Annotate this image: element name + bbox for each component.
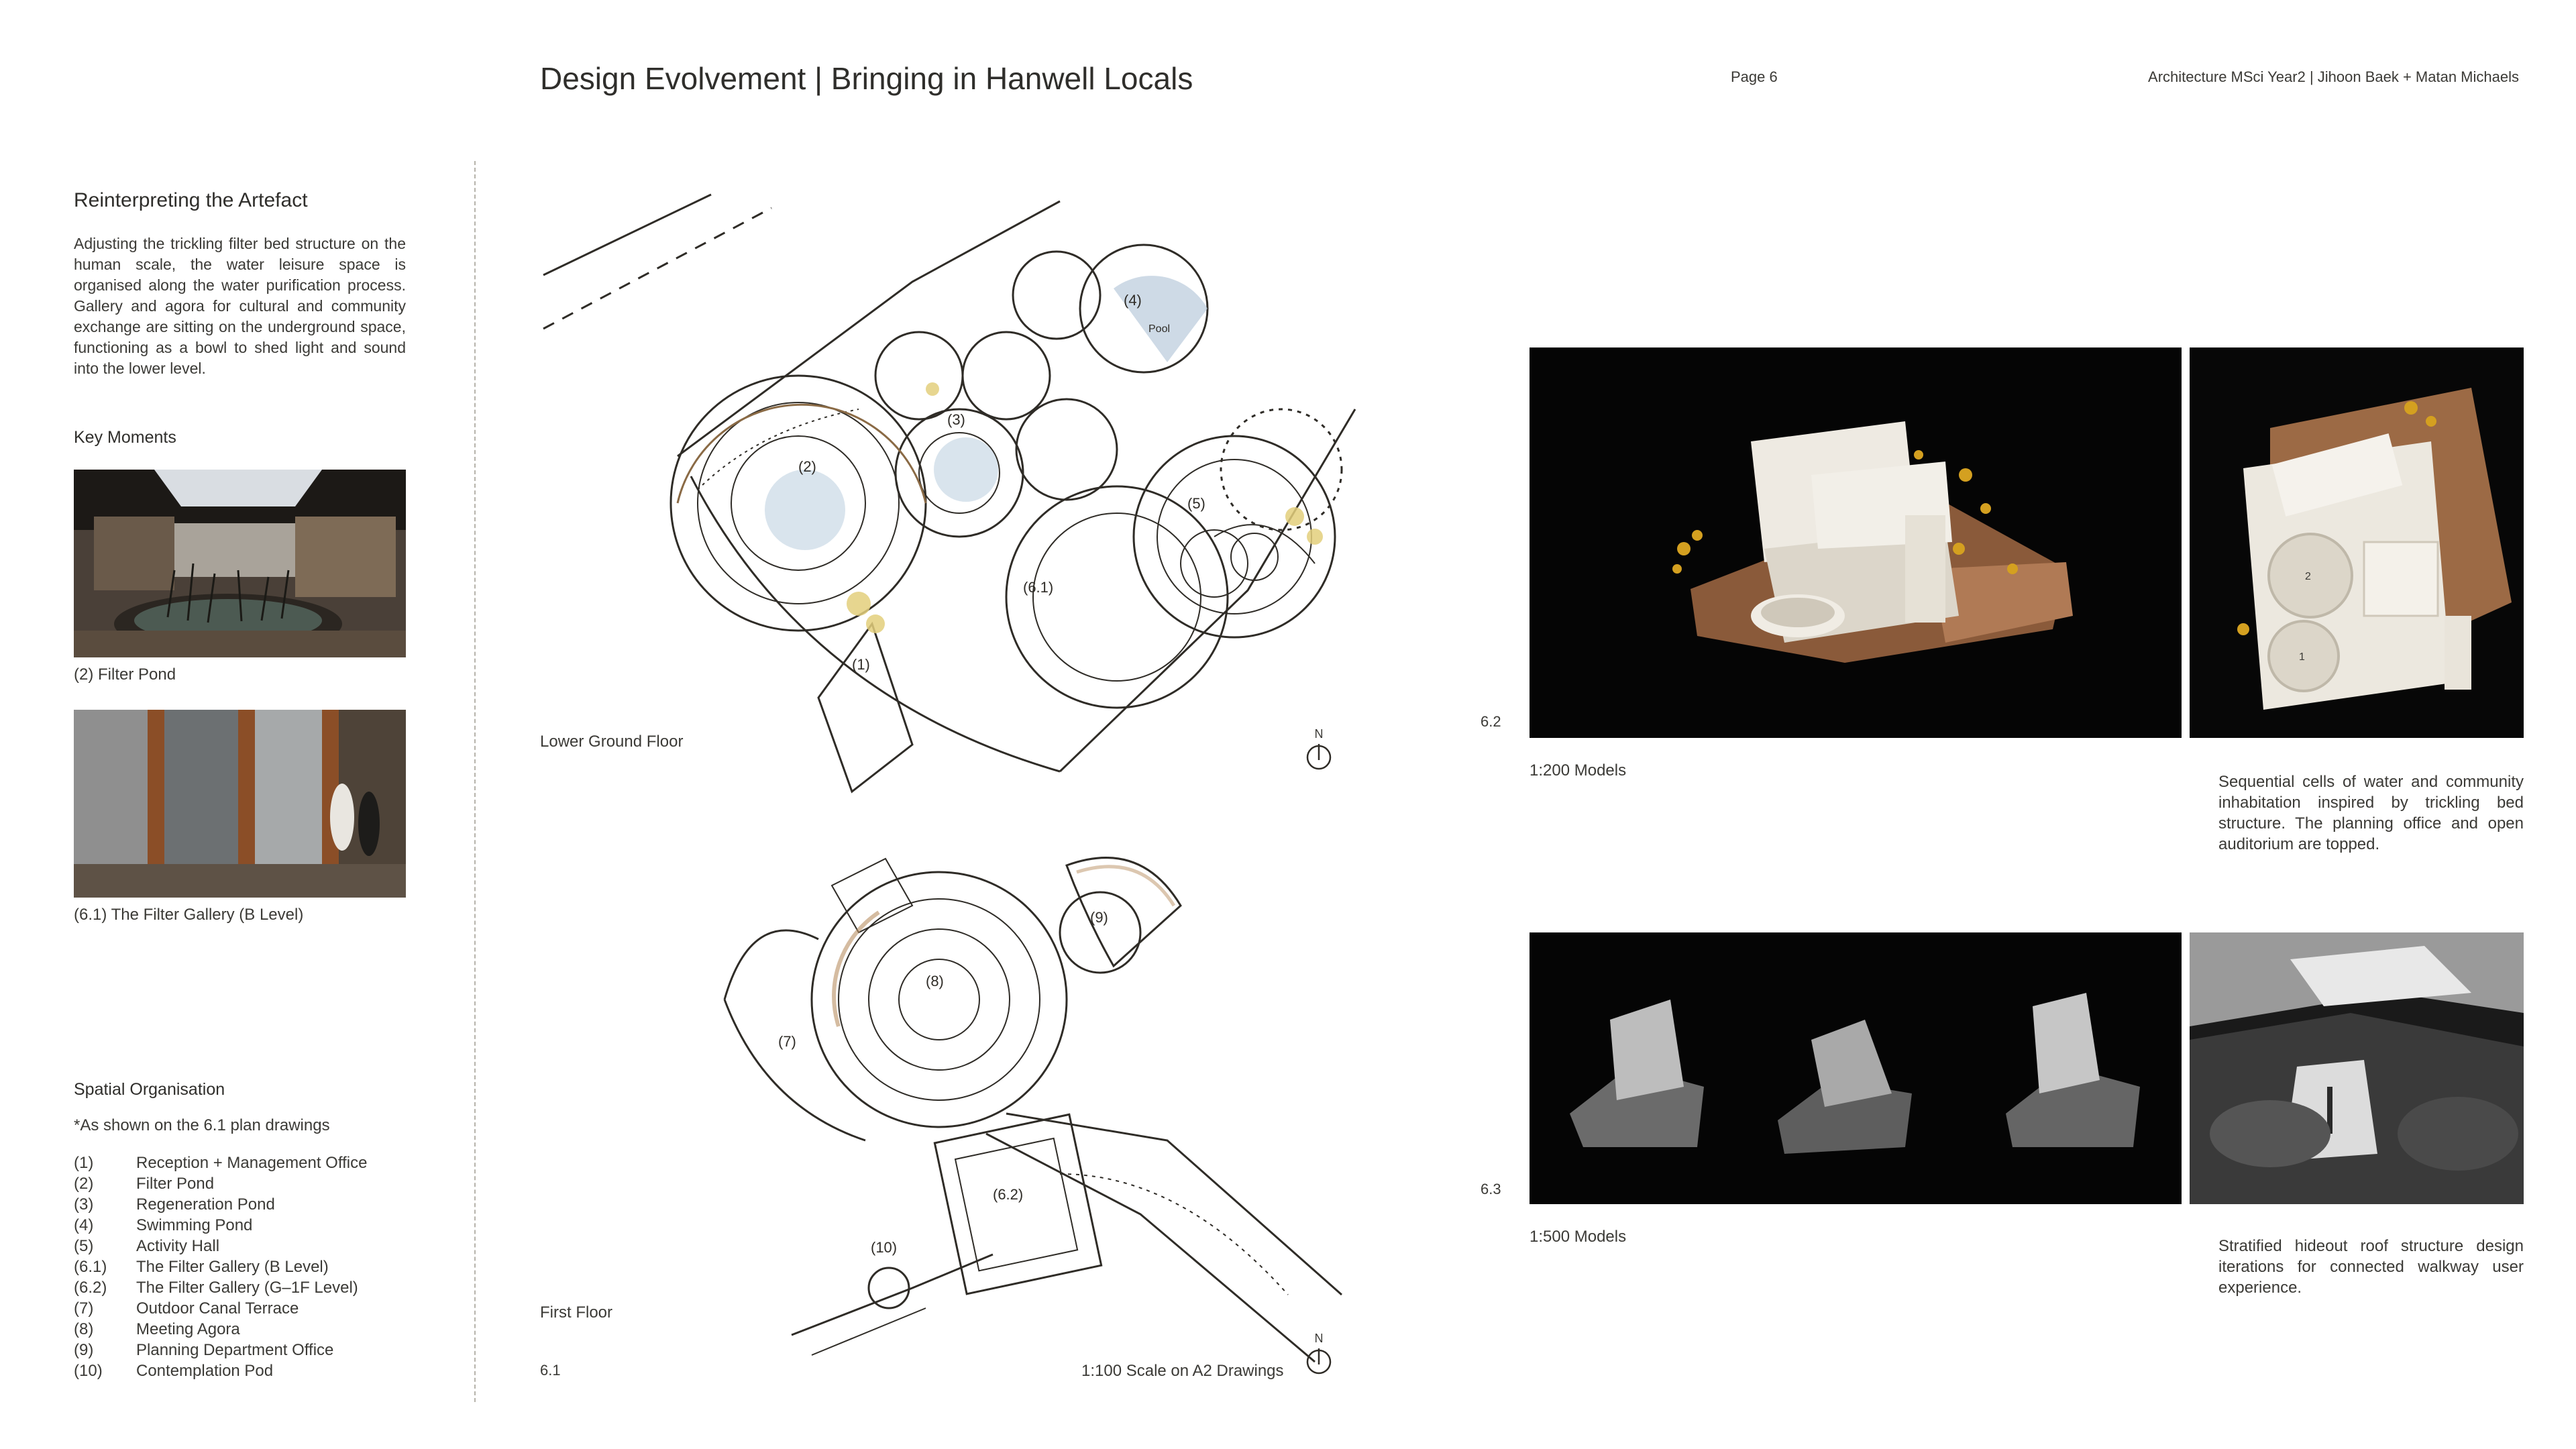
plan-tag: (7) [778,1033,796,1050]
plan-tag: (9) [1090,909,1108,926]
plan-tag: (6.2) [993,1186,1023,1203]
plan-tag-pool: Pool [1148,323,1170,335]
model-1-500-description: Stratified hideout roof structure design… [2218,1237,2524,1297]
list-item: (6.1) The Filter Gallery (B Level) [74,1256,367,1277]
space-number: (6.1) [74,1258,107,1276]
north-compass-icon [1306,1348,1332,1375]
space-name: Filter Pond [136,1175,215,1193]
space-name: The Filter Gallery (B Level) [136,1258,329,1276]
model-1-200-label: 1:200 Models [1529,761,1627,780]
scale-note: 1:100 Scale on A2 Drawings [1081,1362,1284,1380]
list-item: (9) Planning Department Office [74,1340,367,1360]
north-compass-icon [1306,744,1332,770]
plan-tag: (8) [926,973,944,989]
plan-tag: (10) [871,1239,897,1256]
space-number: (6.2) [74,1279,107,1297]
list-item: (5) Activity Hall [74,1236,367,1256]
space-name: Planning Department Office [136,1341,334,1359]
page-number: Page 6 [1731,68,1778,85]
model-1-500-iterations-photo [1529,932,2182,1204]
filter-gallery-photo [74,710,406,898]
model-tag: 1 [2299,651,2305,663]
figure-number-6-1: 6.1 [540,1362,561,1379]
figure-number-6-3: 6.3 [1481,1181,1501,1197]
space-number: (1) [74,1154,94,1172]
filter-gallery-caption: (6.1) The Filter Gallery (B Level) [74,906,304,924]
plan-tag: (4) [1124,292,1142,309]
space-name: The Filter Gallery (G–1F Level) [136,1279,358,1297]
space-name: Regeneration Pond [136,1195,275,1214]
page-title: Design Evolvement | Bringing in Hanwell … [540,61,1193,96]
spatial-note: *As shown on the 6.1 plan drawings [74,1116,330,1134]
space-number: (8) [74,1320,94,1338]
north-arrow-lower: N [1305,727,1332,774]
model-tag: 2 [2305,571,2311,582]
list-item: (4) Swimming Pond [74,1215,367,1236]
north-arrow-first: N [1305,1332,1332,1379]
list-item: (6.2) The Filter Gallery (G–1F Level) [74,1277,367,1298]
list-item: (1) Reception + Management Office [74,1152,367,1173]
spatial-heading: Spatial Organisation [74,1080,225,1099]
space-name: Meeting Agora [136,1320,240,1338]
author-credit: Architecture MSci Year2 | Jihoon Baek + … [2148,68,2519,85]
model-1-200-top-view-photo: 2 1 [2190,347,2524,738]
plan-tag: (3) [947,411,965,428]
space-number: (4) [74,1216,94,1234]
spaces-list: (1) Reception + Management Office (2) Filt… [74,1152,367,1381]
plan-tag: (6.1) [1023,579,1053,596]
plan-tag: (5) [1187,495,1205,512]
model-1-200-perspective-photo [1529,347,2182,738]
space-number: (7) [74,1299,94,1318]
list-item: (7) Outdoor Canal Terrace [74,1298,367,1319]
space-number: (10) [74,1362,103,1380]
space-name: Contemplation Pod [136,1362,274,1380]
space-number: (9) [74,1341,94,1359]
filter-pond-photo [74,470,406,657]
space-name: Activity Hall [136,1237,220,1255]
north-label: N [1314,1332,1324,1345]
first-floor-label: First Floor [540,1303,612,1322]
list-item: (10) Contemplation Pod [74,1360,367,1381]
plan-tag: (1) [852,656,870,673]
intro-paragraph: Adjusting the trickling filter bed struc… [74,235,406,377]
space-name: Outdoor Canal Terrace [136,1299,299,1318]
model-1-500-closeup-photo [2190,932,2524,1204]
list-item: (2) Filter Pond [74,1173,367,1194]
list-item: (3) Regeneration Pond [74,1194,367,1215]
key-moments-heading: Key Moments [74,428,176,447]
space-number: (2) [74,1175,94,1193]
figure-number-6-2: 6.2 [1481,713,1501,730]
plan-tag: (2) [798,458,816,475]
space-name: Swimming Pond [136,1216,253,1234]
list-item: (8) Meeting Agora [74,1319,367,1340]
space-number: (5) [74,1237,94,1255]
model-1-200-description: Sequential cells of water and community … [2218,773,2524,853]
lower-ground-plan-drawing: (1) (2) (3) (4) (5) (6.1) Pool [537,188,1362,818]
first-floor-plan-drawing: (6.2) (7) (8) (9) (10) [711,825,1368,1389]
space-name: Reception + Management Office [136,1154,368,1172]
column-divider [474,161,476,1402]
section-heading: Reinterpreting the Artefact [74,189,308,211]
lower-ground-label: Lower Ground Floor [540,733,684,751]
model-1-500-label: 1:500 Models [1529,1228,1627,1246]
space-number: (3) [74,1195,94,1214]
north-label: N [1314,727,1324,741]
filter-pond-caption: (2) Filter Pond [74,665,176,684]
